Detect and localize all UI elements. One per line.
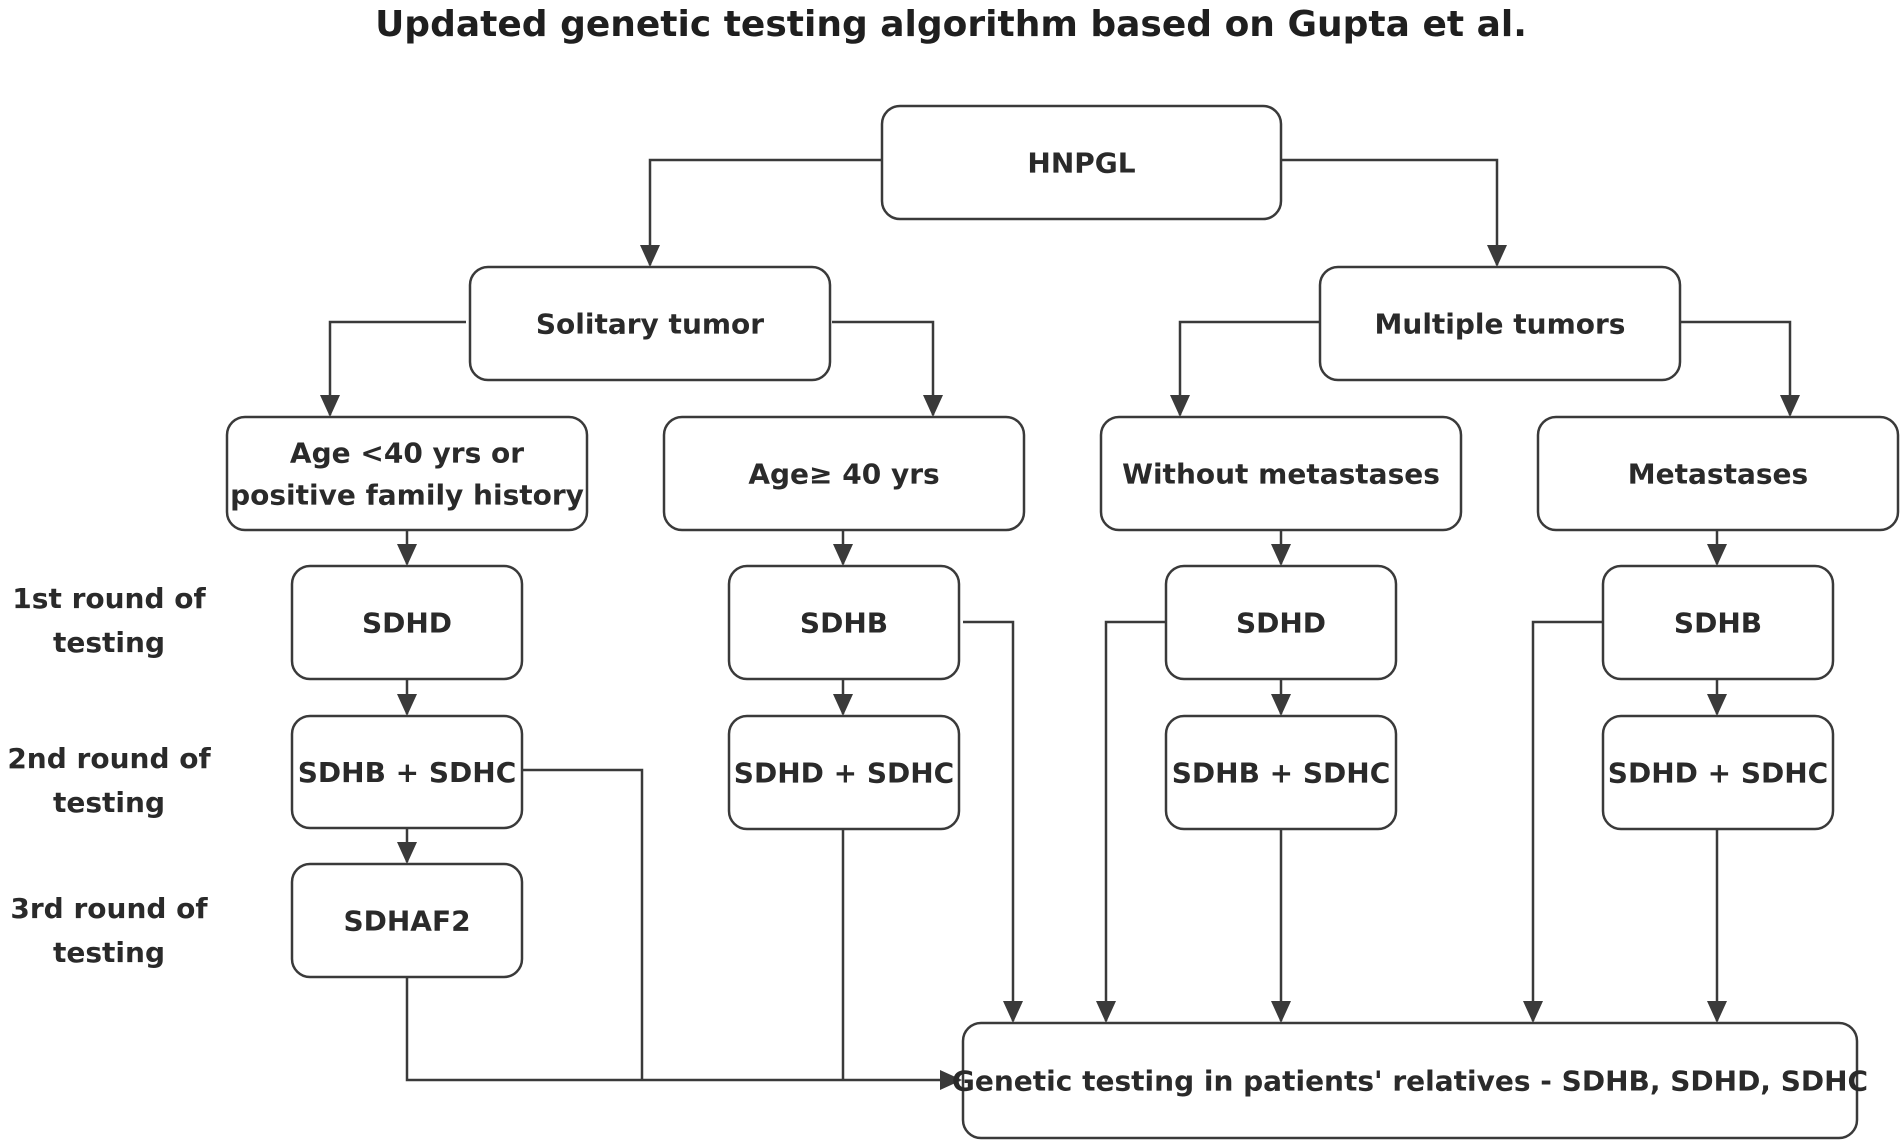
node-solitary-tumor: Solitary tumor [468, 265, 832, 382]
node-box [1318, 265, 1682, 382]
node-col3-round2: SDHB + SDHC [1164, 714, 1398, 831]
connector-solitary-age-ge40 [832, 320, 943, 417]
node-relatives-testing: Genetic testing in patients' relatives -… [952, 1021, 1868, 1140]
node-col4-round1: SDHB [1601, 564, 1835, 681]
node-col2-round2: SDHD + SDHC [727, 714, 961, 831]
node-col1-round3: SDHAF2 [290, 862, 524, 979]
connector-hnpgl-multiple [1281, 158, 1507, 267]
node-hnpgl: HNPGL [880, 104, 1283, 221]
row-label-round-2: 2nd round of [7, 742, 211, 775]
node-col4-round2: SDHD + SDHC [1601, 714, 1835, 831]
node-label: SDHB + SDHC [1172, 757, 1391, 790]
node-metastases: Metastases [1536, 415, 1900, 532]
node-box [961, 1021, 1859, 1140]
node-col1-round1: SDHD [290, 564, 524, 681]
connector-c-r1-relatives [1096, 620, 1166, 1023]
connector-a-r2-join [522, 768, 644, 1080]
node-label: SDHB [1674, 607, 1762, 640]
node-multiple-tumors: Multiple tumors [1318, 265, 1682, 382]
connectors [320, 158, 1800, 1090]
row-label-round-3: testing [53, 936, 165, 969]
row-label-round-2: testing [53, 786, 165, 819]
connector-hnpgl-solitary [640, 158, 882, 267]
node-box [727, 714, 961, 831]
row-label-round-3: 3rd round of [10, 892, 208, 925]
node-box [727, 564, 961, 681]
node-label: Without metastases [1122, 458, 1440, 491]
node-label: positive family history [230, 479, 584, 512]
node-box [1601, 564, 1835, 681]
node-col2-round1: SDHB [727, 564, 961, 681]
node-label: SDHB + SDHC [298, 756, 517, 789]
node-label: SDHD [362, 607, 452, 640]
node-label: Genetic testing in patients' relatives -… [952, 1065, 1868, 1098]
node-label: SDHB [800, 607, 888, 640]
node-col1-round2: SDHB + SDHC [290, 714, 524, 830]
connector-b-r1-relatives [963, 620, 1023, 1023]
node-label: SDHD + SDHC [1608, 757, 1828, 790]
node-box [290, 564, 524, 681]
node-label: SDHAF2 [343, 905, 470, 938]
row-labels: 1st round of testing 2nd round of testing 3r… [7, 582, 211, 969]
node-box [225, 415, 589, 532]
node-box [1601, 714, 1835, 831]
diagram-title: Updated genetic testing algorithm based … [375, 4, 1527, 45]
node-box [1164, 564, 1398, 681]
node-without-metastases: Without metastases [1099, 415, 1463, 532]
node-box [290, 714, 524, 830]
node-box [1099, 415, 1463, 532]
row-label-round-1: 1st round of [12, 582, 206, 615]
connector-multiple-metastases [1681, 320, 1800, 417]
row-label-round-1: testing [53, 626, 165, 659]
connector-d-r1-relatives [1523, 620, 1603, 1023]
node-box [662, 415, 1026, 532]
node-box [290, 862, 524, 979]
node-box [1536, 415, 1900, 532]
node-box [468, 265, 832, 382]
node-age-40-plus: Age≥ 40 yrs [662, 415, 1026, 532]
node-label: SDHD + SDHC [734, 757, 954, 790]
node-age-under-40: Age <40 yrs or positive family history [225, 415, 589, 532]
node-label: HNPGL [1027, 147, 1135, 180]
node-label: Age≥ 40 yrs [748, 458, 939, 491]
node-label: Age <40 yrs or [290, 437, 524, 470]
node-col3-round1: SDHD [1164, 564, 1398, 681]
node-label: Multiple tumors [1375, 308, 1626, 341]
connector-multiple-without-met [1170, 320, 1319, 417]
connector-solitary-age-lt40 [320, 320, 466, 417]
node-label: Metastases [1628, 458, 1808, 491]
node-label: SDHD [1236, 607, 1326, 640]
connector-a-r3-relatives [405, 977, 962, 1090]
node-box [880, 104, 1283, 221]
node-box [1164, 714, 1398, 831]
node-label: Solitary tumor [536, 308, 764, 341]
nodes: HNPGL Solitary tumor Multiple tumors Age… [225, 104, 1900, 1140]
